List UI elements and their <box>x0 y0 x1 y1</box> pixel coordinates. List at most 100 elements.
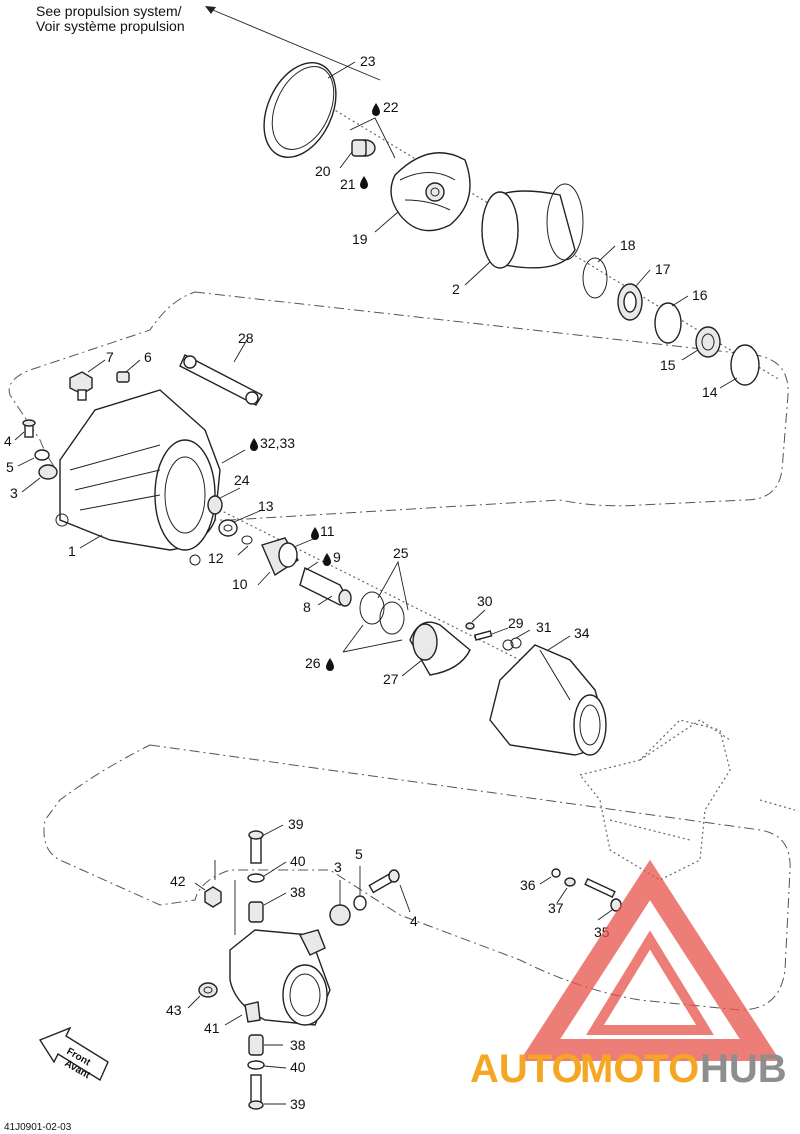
callout-15: 15 <box>660 357 676 373</box>
bearing-10 <box>261 537 299 577</box>
seal-17 <box>617 283 643 321</box>
bolt-7 <box>69 371 93 401</box>
callout-36: 36 <box>520 877 536 893</box>
callout-3-left: 3 <box>10 485 18 501</box>
callout-14: 14 <box>702 384 718 400</box>
bearing-15 <box>695 326 721 358</box>
propulsion-arrow-head <box>205 6 216 14</box>
callout-37: 37 <box>548 900 564 916</box>
callout-24: 24 <box>234 472 250 488</box>
callout-5-left: 5 <box>6 459 14 475</box>
callout-43: 43 <box>166 1002 182 1018</box>
impeller <box>390 152 471 232</box>
callout-25: 25 <box>393 545 409 561</box>
venturi-34 <box>489 644 607 756</box>
leader-lines <box>14 61 738 1105</box>
callout-2: 2 <box>452 281 460 297</box>
oring-25b <box>379 601 405 635</box>
callout-41: 41 <box>204 1020 220 1036</box>
screw-4-left <box>22 419 36 438</box>
oil-drop-icon <box>250 103 380 671</box>
shaft-8 <box>299 567 352 607</box>
propulsion-note-line1: See propulsion system/ <box>36 3 182 19</box>
document-code: 41J0901-02-03 <box>4 1122 72 1133</box>
callout-22: 22 <box>383 99 399 115</box>
propulsion-note-line2: Voir système propulsion <box>36 18 185 34</box>
callout-38-bottom: 38 <box>290 1037 306 1053</box>
callout-23: 23 <box>360 53 376 69</box>
callout-39-top: 39 <box>288 816 304 832</box>
steering-bracket-ghost <box>578 719 796 881</box>
watermark-auto: AUTO <box>470 1047 583 1091</box>
callout-40-top: 40 <box>290 853 306 869</box>
nut-36 <box>551 868 561 878</box>
watermark-hub: HUB <box>700 1047 787 1091</box>
oring-31a <box>502 639 514 651</box>
callout-42: 42 <box>170 873 186 889</box>
washer-40-top <box>247 873 265 883</box>
callout-9: 9 <box>333 549 341 565</box>
cone-27 <box>409 621 471 676</box>
callout-12: 12 <box>208 550 224 566</box>
callout-13: 13 <box>258 498 274 514</box>
nut-43 <box>198 982 218 998</box>
washer-30 <box>465 622 475 630</box>
callout-20: 20 <box>315 163 331 179</box>
callout-40-bottom: 40 <box>290 1059 306 1075</box>
callout-16: 16 <box>692 287 708 303</box>
screw-29 <box>473 630 493 641</box>
callout-3-right: 3 <box>334 859 342 875</box>
callout-17: 17 <box>655 261 671 277</box>
lower-group-outline <box>43 744 791 1011</box>
callout-27: 27 <box>383 671 399 687</box>
washer-37 <box>564 877 576 887</box>
support-bar-28 <box>179 354 263 406</box>
nozzle-41 <box>229 929 331 1026</box>
callout-21: 21 <box>340 176 356 192</box>
bolt-39-top <box>248 830 264 864</box>
callout-10: 10 <box>232 576 248 592</box>
cover-14 <box>730 344 760 386</box>
front-arrow-icon: Front Avant <box>38 1026 109 1082</box>
propulsion-arrow <box>207 7 381 81</box>
ring-16 <box>654 302 682 344</box>
callout-39-bottom: 39 <box>290 1096 306 1112</box>
bolt-35 <box>584 878 622 912</box>
callout-19: 19 <box>352 231 368 247</box>
callout-26: 26 <box>305 655 321 671</box>
callout-11: 11 <box>320 523 335 539</box>
washer-5-right <box>353 895 367 911</box>
washer-40-bottom <box>247 1060 265 1070</box>
circlip-18 <box>582 257 608 299</box>
bushing-38-top <box>248 901 264 923</box>
plug-6 <box>116 371 130 383</box>
callout-5-right: 5 <box>355 846 363 862</box>
wear-ring <box>263 62 337 158</box>
callout-18: 18 <box>620 237 636 253</box>
callout-32-33: 32,33 <box>260 435 295 451</box>
bolt-39-bottom <box>248 1074 264 1110</box>
washer-5-left <box>34 449 50 461</box>
callout-6: 6 <box>144 349 152 365</box>
callout-28: 28 <box>238 330 254 346</box>
bushing-3-right <box>329 904 351 926</box>
ring-24 <box>207 495 223 515</box>
callout-4-right: 4 <box>410 913 418 929</box>
callout-31: 31 <box>536 619 552 635</box>
callout-38-top: 38 <box>290 884 306 900</box>
screw-4-right <box>368 869 400 894</box>
callout-8: 8 <box>303 599 311 615</box>
oring-25a <box>359 591 385 625</box>
callout-7: 7 <box>106 349 114 365</box>
nut-42 <box>204 886 222 908</box>
bushing-3-left <box>38 464 58 480</box>
impeller-housing-ring <box>481 183 584 269</box>
pump-housing <box>55 389 221 566</box>
callout-34: 34 <box>574 625 590 641</box>
watermark-logo <box>519 859 781 1061</box>
oring-13 <box>241 535 253 545</box>
watermark-moto: MOTO <box>580 1047 699 1091</box>
callout-29: 29 <box>508 615 524 631</box>
bushing-38-bottom <box>248 1034 264 1056</box>
callout-1: 1 <box>68 543 76 559</box>
